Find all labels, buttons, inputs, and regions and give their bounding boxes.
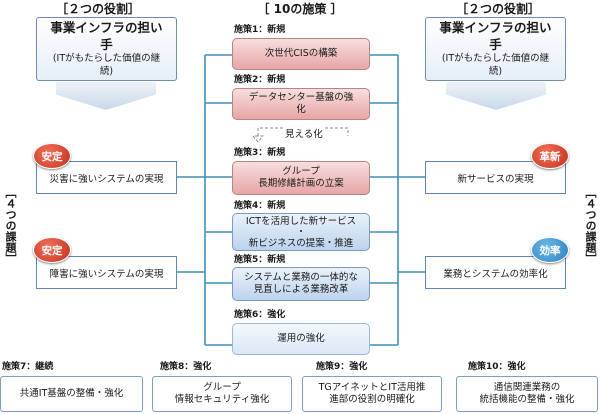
measure-box-2: データセンター基盤の強 化 <box>232 88 370 120</box>
bottom-box-10: 通信関連業務の 統括機能の整備・強化 <box>456 376 598 412</box>
left-role-sub-1: (ITがもたらした価値の継 <box>52 53 161 64</box>
measure-text-1: 次世代CISの構築 <box>264 48 338 59</box>
issue-text-3: 新サービスの実現 <box>457 173 534 185</box>
right-issues-label: ［４つの課題］ <box>584 186 597 264</box>
measure-box-1: 次世代CISの構築 <box>232 38 370 70</box>
measure-text-4c: 新ビジネスの提案・推進 <box>248 237 354 249</box>
measure-text-6: 運用の強化 <box>277 333 325 344</box>
bottom-box-9: TGアイネットとIT活用推 進部の役割の明確化 <box>302 376 442 412</box>
measure-tag-1: 施策1：新規 <box>234 25 286 35</box>
left-role-box: 事業インフラの担い 手 (ITがもたらした価値の継 続) <box>36 17 177 81</box>
measure-tag-4: 施策4：新規 <box>234 201 286 211</box>
bottom-text-10a: 通信関連業務の <box>493 382 561 393</box>
bottom-box-8: グループ 情報セキュリティ強化 <box>152 376 292 412</box>
measure-box-4: ICTを活用した新サービス ・ 新ビジネスの提案・推進 <box>232 213 370 251</box>
visualize-label: 見える化 <box>283 126 325 140</box>
measure-text-2a: データセンター基盤の強 <box>248 92 354 103</box>
bottom-text-8a: グループ <box>203 382 241 393</box>
measure-tag-2: 施策2：新規 <box>234 75 286 85</box>
measure-box-5: システムと業務の一体的な 見直しによる業務改革 <box>232 267 370 301</box>
bottom-tag-8: 施策8：強化 <box>160 362 212 372</box>
measure-text-5a: システムと業務の一体的な <box>244 272 358 283</box>
bottom-tag-10: 施策10：強化 <box>468 362 526 372</box>
measure-text-4b: ・ <box>296 226 306 238</box>
left-role-header: ［２つの役割］ <box>55 2 140 16</box>
measure-text-4a: ICTを活用した新サービス <box>245 215 357 227</box>
issue-text-1: 災害に強いシステムの実現 <box>49 173 164 185</box>
right-role-header: ［２つの役割］ <box>455 2 540 16</box>
measure-text-5b: 見直しによる業務改革 <box>253 284 349 295</box>
left-role-title-1: 事業インフラの担い <box>50 20 163 35</box>
left-issues-label: ［４つの課題］ <box>4 186 17 264</box>
bottom-text-9a: TGアイネットとIT活用推 <box>318 382 426 393</box>
measure-text-3b: 長期修繕計画の立案 <box>258 178 344 189</box>
bottom-text-7: 共通IT基盤の整備・強化 <box>19 388 124 399</box>
measure-box-3: グループ 長期修繕計画の立案 <box>232 161 370 195</box>
issue-text-4: 業務とシステムの効率化 <box>443 268 548 280</box>
issue-badge-1: 安定 <box>33 143 71 169</box>
right-role-title-1: 事業インフラの担い <box>439 20 552 35</box>
issue-badge-4: 効率 <box>531 237 569 263</box>
right-role-sub-1: (ITがもたらした価値の継 <box>441 53 550 64</box>
issue-badge-3: 革新 <box>531 143 569 169</box>
right-role-sub-2: 続) <box>488 66 503 77</box>
bottom-text-8b: 情報セキュリティ強化 <box>174 394 270 405</box>
measure-text-2b: 化 <box>296 104 306 115</box>
right-role-box: 事業インフラの担い 手 (ITがもたらした価値の継 続) <box>425 17 566 81</box>
issue-text-2: 障害に強いシステムの実現 <box>49 268 164 280</box>
measure-text-3a: グループ <box>282 166 320 177</box>
bottom-box-7: 共通IT基盤の整備・強化 <box>0 376 143 412</box>
measure-tag-6: 施策6：強化 <box>234 310 286 320</box>
issue-box-4: 業務とシステムの効率化 <box>425 256 566 289</box>
measure-box-6: 運用の強化 <box>232 323 370 355</box>
issue-badge-2: 安定 <box>33 237 71 263</box>
center-header: ［ 10の施策 ］ <box>257 2 343 16</box>
bottom-tag-7: 施策7：継続 <box>2 362 54 372</box>
bottom-tag-9: 施策9：強化 <box>316 362 368 372</box>
measure-tag-5: 施策5：新規 <box>234 255 286 265</box>
left-role-sub-2: 続) <box>99 66 114 77</box>
bottom-text-10b: 統括機能の整備・強化 <box>479 394 575 405</box>
left-role-title-2: 手 <box>100 37 113 52</box>
measure-tag-3: 施策3：新規 <box>234 148 286 158</box>
bottom-text-9b: 進部の役割の明確化 <box>329 394 415 405</box>
right-role-title-2: 手 <box>489 37 502 52</box>
